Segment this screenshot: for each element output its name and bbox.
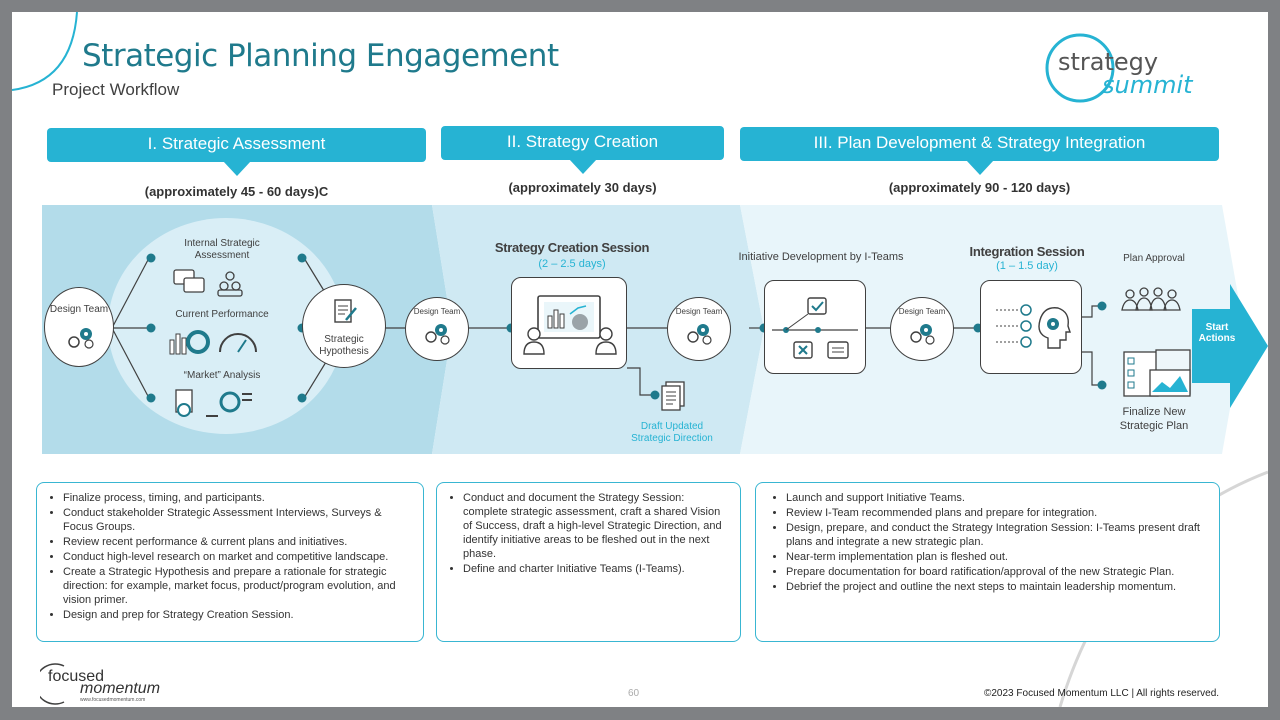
strategy-summit-logo: strategy summit bbox=[1038, 26, 1193, 106]
note-item: Review I-Team recommended plans and prep… bbox=[786, 506, 1209, 520]
slide: Strategic Planning Engagement Project Wo… bbox=[12, 12, 1268, 707]
team-gears-icon-4 bbox=[910, 324, 935, 345]
page-subtitle: Project Workflow bbox=[52, 80, 180, 99]
phase-header-3: III. Plan Development & Strategy Integra… bbox=[740, 127, 1219, 175]
logo-text-strategy: strategy bbox=[1058, 48, 1159, 76]
footer-logo-line2: momentum bbox=[80, 680, 161, 697]
design-team-node bbox=[44, 287, 114, 367]
strategy-session-title: Strategy Creation Session bbox=[494, 240, 650, 255]
logo-text-summit: summit bbox=[1102, 71, 1193, 99]
internal-assessment-label: Internal Strategic Assessment bbox=[184, 238, 260, 261]
design-team-label: Design Team bbox=[49, 304, 109, 315]
phase-1-notes: Finalize process, timing, and participan… bbox=[36, 482, 424, 642]
note-item: Launch and support Initiative Teams. bbox=[786, 491, 1209, 505]
phase-2-duration: (approximately 30 days) bbox=[508, 180, 657, 195]
phase-header-3-label: III. Plan Development & Strategy Integra… bbox=[813, 133, 1146, 152]
current-performance-label: Current Performance bbox=[175, 309, 269, 320]
design-team-label-4: Design Team bbox=[898, 307, 946, 316]
start-actions-arrow-icon bbox=[1192, 284, 1268, 408]
integration-session-days: (1 – 1.5 day) bbox=[996, 260, 1058, 272]
note-item: Debrief the project and outline the next… bbox=[786, 580, 1209, 594]
design-team-label-3: Design Team bbox=[675, 307, 723, 316]
logo-ring-icon-footer bbox=[40, 663, 65, 705]
team-gears-icon-3 bbox=[687, 324, 712, 345]
copyright: ©2023 Focused Momentum LLC | All rights … bbox=[984, 688, 1220, 699]
hypothesis-document-icon bbox=[334, 299, 357, 323]
note-item: Conduct high-level research on market an… bbox=[63, 550, 413, 564]
note-item: Conduct and document the Strategy Sessio… bbox=[463, 491, 730, 561]
phase-header-2: II. Strategy Creation bbox=[441, 126, 724, 174]
integration-mind-icon bbox=[996, 304, 1071, 349]
phase-header-2-label: II. Strategy Creation bbox=[506, 132, 659, 151]
note-item: Design, prepare, and conduct the Strateg… bbox=[786, 521, 1209, 549]
logo-ring-icon bbox=[1045, 33, 1115, 103]
note-item: Near-term implementation plan is fleshed… bbox=[786, 550, 1209, 564]
integration-session-title: Integration Session bbox=[969, 244, 1085, 259]
phase-header-1-label: I. Strategic Assessment bbox=[147, 134, 326, 153]
initiative-box bbox=[764, 280, 866, 374]
team-gears-icon bbox=[68, 328, 94, 349]
market-analysis-label: “Market” Analysis bbox=[183, 370, 261, 381]
phase-3-notes: Launch and support Initiative Teams. Rev… bbox=[755, 482, 1220, 642]
footer-logo-line1: focused bbox=[48, 668, 105, 685]
performance-gauge-icon bbox=[169, 330, 257, 355]
strategic-hypothesis-label: Strategic Hypothesis bbox=[319, 334, 369, 357]
draft-documents-icon bbox=[661, 381, 685, 411]
phase-header-1: I. Strategic Assessment bbox=[47, 128, 426, 176]
strategic-hypothesis-node bbox=[302, 284, 386, 368]
start-actions-label: Start Actions bbox=[1198, 322, 1236, 344]
team-gears-icon-2 bbox=[425, 324, 450, 345]
note-item: Review recent performance & current plan… bbox=[63, 535, 413, 549]
phase-1-duration: (approximately 45 - 60 days)C bbox=[144, 184, 329, 199]
note-item: Define and charter Initiative Teams (I-T… bbox=[463, 562, 730, 576]
focused-momentum-logo: focused momentum www.focusedmomentum.com bbox=[40, 662, 180, 706]
strategic-plan-book-icon bbox=[1123, 349, 1191, 397]
initiative-development-label: Initiative Development by I-Teams bbox=[738, 251, 904, 263]
note-item: Finalize process, timing, and participan… bbox=[63, 491, 413, 505]
note-item: Conduct stakeholder Strategic Assessment… bbox=[63, 506, 413, 534]
strategy-session-days: (2 – 2.5 days) bbox=[538, 258, 606, 270]
approval-group-icon bbox=[1121, 287, 1181, 311]
market-analysis-icon bbox=[175, 389, 252, 417]
plan-approval-label: Plan Approval bbox=[1123, 253, 1185, 264]
footer-logo-url: www.focusedmomentum.com bbox=[80, 697, 146, 703]
note-item: Design and prep for Strategy Creation Se… bbox=[63, 608, 413, 622]
page-title: Strategic Planning Engagement bbox=[82, 38, 559, 74]
finalize-plan-label: Finalize New Strategic Plan bbox=[1119, 406, 1189, 432]
page-number: 60 bbox=[628, 688, 640, 699]
design-team-label-2: Design Team bbox=[413, 307, 461, 316]
draft-direction-label: Draft Updated Strategic Direction bbox=[631, 421, 713, 444]
presentation-icon bbox=[523, 295, 617, 355]
interview-chat-icon bbox=[173, 269, 243, 297]
note-item: Create a Strategic Hypothesis and prepar… bbox=[63, 565, 413, 607]
phase-2-notes: Conduct and document the Strategy Sessio… bbox=[436, 482, 741, 642]
note-item: Prepare documentation for board ratifica… bbox=[786, 565, 1209, 579]
phase-3-duration: (approximately 90 - 120 days) bbox=[888, 180, 1071, 195]
decision-flow-icon bbox=[772, 297, 858, 359]
